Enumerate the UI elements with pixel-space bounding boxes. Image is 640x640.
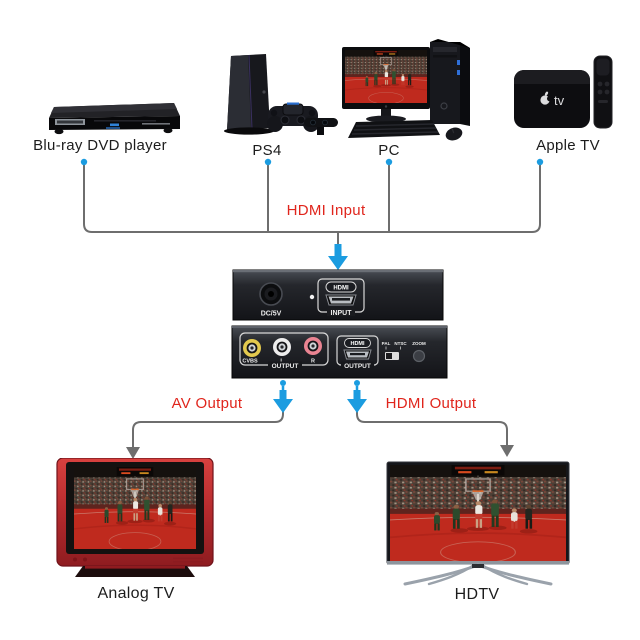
hdmi-output-line xyxy=(356,402,508,447)
ps-camera xyxy=(304,118,338,135)
hdmi-output-label: HDMI Output xyxy=(385,395,477,412)
hdmi-output-port: HDMI OUTPUT xyxy=(336,335,379,370)
converter-front-panel: CVBS L R OUTPUT HDMI OUTPUT PAL NTSC xyxy=(231,325,448,379)
dc-power-label: DC/5V xyxy=(261,311,282,318)
hdtv-arrow-icon xyxy=(500,445,514,457)
ps4-image xyxy=(224,54,338,135)
bluray-label: Blu-ray DVD player xyxy=(33,137,167,154)
hdtv-label: HDTV xyxy=(454,586,500,603)
pc-mouse xyxy=(445,127,463,141)
rca-group-label: OUTPUT xyxy=(272,363,299,370)
pc-image xyxy=(342,39,470,141)
cvbs-jack xyxy=(243,339,261,357)
av-output-dot xyxy=(280,380,286,386)
apple-tv-remote xyxy=(593,55,613,129)
hdmi-output-badge: HDMI xyxy=(350,341,365,347)
pal-label: PAL xyxy=(382,341,391,346)
converter-rear-panel: DC/5V HDMI INPUT xyxy=(232,269,444,321)
converter-box-image: DC/5V HDMI INPUT xyxy=(231,269,448,379)
hdtv-stand xyxy=(403,563,553,586)
analog-tv-controls xyxy=(73,557,203,563)
audio-right-label: R xyxy=(311,359,315,365)
hdmi-input-port: HDMI INPUT xyxy=(317,278,365,317)
av-output-arrow-icon xyxy=(273,390,293,413)
pc-tower xyxy=(430,39,470,126)
apple-tv-logo-text: tv xyxy=(554,93,565,108)
input-arrow-icon xyxy=(328,244,348,270)
appletv-connector-dot xyxy=(536,158,544,166)
hdtv-image xyxy=(386,461,570,586)
appletv-label: Apple TV xyxy=(536,137,600,154)
apple-logo-icon xyxy=(540,91,553,105)
pal-ntsc-switch: PAL NTSC xyxy=(382,341,407,360)
zoom-button: ZOOM xyxy=(412,341,426,363)
dc-power-jack xyxy=(259,282,283,306)
hdmi-output-port-label: OUTPUT xyxy=(344,363,371,370)
bluray-player-image xyxy=(49,103,180,135)
pc-keyboard xyxy=(348,120,440,138)
analog-tv-base xyxy=(75,566,195,577)
bluray-connector-dot xyxy=(80,158,88,166)
apple-tv-image: tv xyxy=(514,55,613,129)
dualshock-controller xyxy=(267,102,319,132)
pc-label: PC xyxy=(378,142,400,159)
audio-right-jack xyxy=(304,337,322,355)
ps4-connector-dot xyxy=(264,158,272,166)
ntsc-label: NTSC xyxy=(394,341,407,346)
hdmi-input-port-label: INPUT xyxy=(331,310,353,317)
av-output-label: AV Output xyxy=(171,395,243,412)
cvbs-label: CVBS xyxy=(242,359,258,365)
hdmi-output-dot xyxy=(354,380,360,386)
audio-left-jack xyxy=(273,338,291,356)
hdmi-input-label: HDMI Input xyxy=(286,202,366,219)
analog-tv-label: Analog TV xyxy=(97,585,175,602)
zoom-label: ZOOM xyxy=(412,341,426,346)
hdmi-output-arrow-icon xyxy=(347,390,367,413)
analog-tv-arrow-icon xyxy=(126,447,140,459)
hdmi-input-badge: HDMI xyxy=(333,285,349,291)
av-output-line xyxy=(132,402,284,449)
power-led xyxy=(309,294,315,300)
hdmi-input-bus-line xyxy=(83,164,541,247)
analog-tv-image xyxy=(56,458,214,577)
pc-monitor xyxy=(342,47,430,123)
pc-connector-dot xyxy=(385,158,393,166)
ps4-label: PS4 xyxy=(252,142,282,159)
